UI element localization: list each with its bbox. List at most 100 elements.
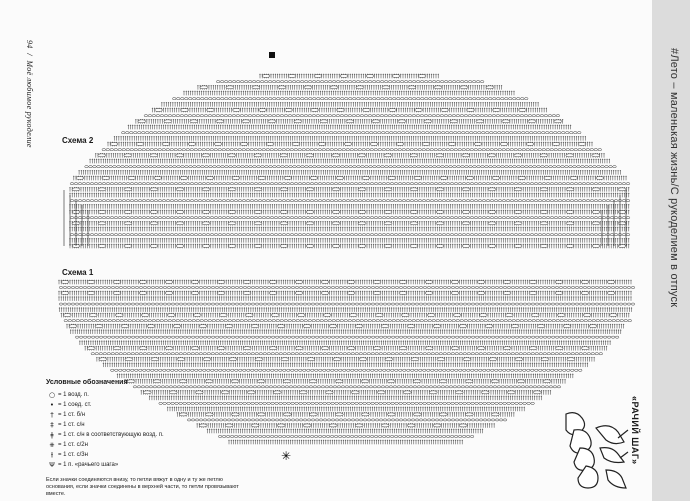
- chain-space-mark: [241, 119, 251, 124]
- chain-space-mark: [138, 346, 148, 350]
- legend-title: Условные обозначения: [46, 378, 256, 388]
- chain-space-mark: [371, 119, 381, 124]
- chain-space-mark: [383, 187, 393, 192]
- stitch-row: [58, 307, 633, 312]
- chain-space-mark: [63, 313, 72, 317]
- chain-space-mark: [372, 280, 382, 284]
- chain-space-mark: [476, 291, 486, 295]
- chain-space-mark: [487, 221, 497, 226]
- stitch-row: [206, 428, 484, 434]
- chain-space-mark: [308, 379, 318, 384]
- chain-space-mark: [383, 153, 393, 158]
- chain-space-mark: [250, 423, 260, 428]
- chain-space-mark: [123, 187, 133, 192]
- chain-row: [187, 418, 508, 422]
- chain-space-mark: [402, 390, 412, 395]
- chain-space-mark: [346, 346, 356, 350]
- chain-row: [84, 165, 617, 168]
- chain-space-mark: [406, 324, 416, 328]
- chain-space-mark: [320, 280, 330, 284]
- chain-space-mark: [265, 142, 275, 146]
- chain-row: [132, 385, 561, 389]
- chain-space-mark: [206, 108, 215, 112]
- chain-space-mark: [375, 313, 384, 317]
- chain-space-mark: [536, 324, 546, 328]
- chain-space-mark: [329, 85, 339, 90]
- chain-row: [101, 148, 602, 151]
- chain-space-mark: [123, 244, 133, 248]
- chain-space-mark: [120, 324, 130, 328]
- chain-space-mark: [345, 119, 355, 124]
- chain-space-mark: [517, 176, 527, 180]
- chain-space-mark: [454, 390, 464, 395]
- chain-space-mark: [149, 153, 159, 158]
- chain-space-mark: [491, 412, 500, 417]
- chain-row: [121, 131, 582, 134]
- legend-text: = 1 ст. с/2н: [58, 440, 88, 450]
- chain-space-mark: [487, 210, 497, 214]
- chain-space-mark: [565, 153, 575, 158]
- stitch-row: [78, 170, 621, 175]
- chain-space-mark: [476, 346, 486, 350]
- chain-space-mark: [439, 176, 449, 180]
- scheme-2-diagram: [69, 73, 631, 249]
- chain-space-mark: [336, 108, 345, 112]
- chain-space-mark: [398, 291, 408, 295]
- chain-space-mark: [319, 119, 329, 124]
- chain-space-mark: [565, 210, 575, 214]
- chain-space-mark: [190, 280, 200, 284]
- chain-space-mark: [323, 313, 332, 317]
- chain-space-mark: [305, 153, 315, 158]
- chain-space-mark: [176, 357, 186, 361]
- scheme-1-label: Схема 1: [62, 268, 93, 277]
- chain-space-mark: [98, 357, 108, 361]
- stitch-row: [70, 329, 622, 334]
- stitch-row: [259, 73, 439, 79]
- chain-space-mark: [189, 119, 199, 124]
- chain-space-mark: [387, 176, 397, 180]
- chain-space-mark: [450, 291, 460, 295]
- chain-space-mark: [149, 244, 159, 248]
- chain-space-mark: [219, 313, 228, 317]
- chain-row: [58, 302, 636, 306]
- chain-space-mark: [409, 153, 419, 158]
- chain-space-mark: [617, 221, 627, 226]
- chain-space-mark: [127, 176, 137, 180]
- chain-row: [69, 182, 631, 185]
- chain-space-mark: [354, 324, 364, 328]
- chain-space-mark: [282, 379, 292, 384]
- stitch-row: [79, 340, 611, 345]
- chain-space-mark: [361, 176, 371, 180]
- chain-space-mark: [168, 390, 178, 395]
- chain-space-mark: [376, 390, 386, 395]
- chain-space-mark: [513, 210, 523, 214]
- chain-space-mark: [397, 119, 407, 124]
- chain-space-mark: [518, 108, 527, 112]
- chain-space-mark: [346, 280, 356, 284]
- legend-symbol: ⧺: [46, 440, 58, 450]
- chain-space-mark: [525, 142, 535, 146]
- chain-space-mark: [409, 244, 419, 248]
- chain-space-mark: [305, 210, 315, 214]
- chain-space-mark: [253, 153, 263, 158]
- chain-space-mark: [617, 187, 627, 192]
- chain-space-mark: [562, 324, 572, 328]
- chain-space-mark: [513, 187, 523, 192]
- chain-row: [58, 286, 636, 289]
- chain-space-mark: [149, 187, 159, 192]
- chain-space-mark: [580, 291, 590, 295]
- chain-space-mark: [505, 313, 514, 317]
- chain-space-mark: [60, 291, 70, 295]
- chain-space-mark: [409, 210, 419, 214]
- chain-space-mark: [175, 221, 185, 226]
- chain-space-mark: [540, 357, 550, 361]
- chain-space-mark: [510, 324, 520, 328]
- chain-space-mark: [432, 324, 442, 328]
- chain-space-mark: [357, 221, 367, 226]
- chain-space-mark: [280, 357, 290, 361]
- chain-space-mark: [198, 324, 208, 328]
- chain-space-mark: [320, 346, 330, 350]
- chain-space-mark: [193, 313, 202, 317]
- chain-space-mark: [324, 390, 334, 395]
- chain-space-mark: [388, 108, 397, 112]
